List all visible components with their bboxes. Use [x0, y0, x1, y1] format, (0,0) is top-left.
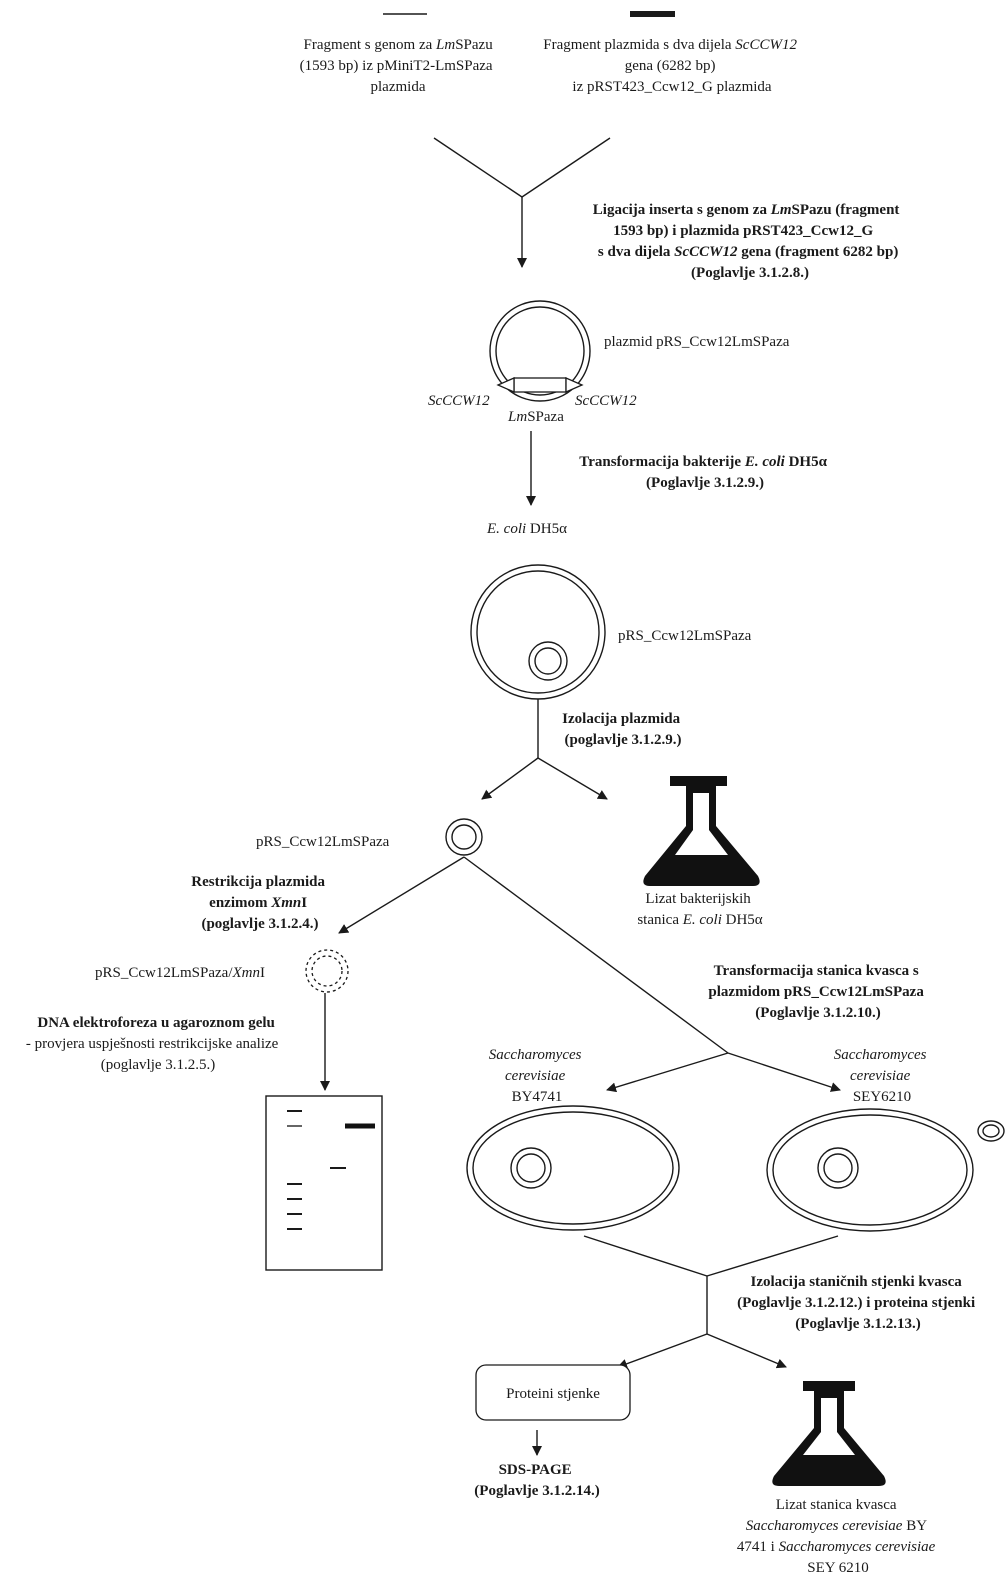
recombinant-plasmid: [489, 300, 591, 402]
isolated-plasmid: [445, 818, 483, 856]
yeast-transformation-label: Transformacija stanica kvasca s plazmido…: [708, 963, 927, 1021]
electrophoresis-label: DNA elektroforeza u agaroznom gelu - pro…: [26, 1015, 282, 1073]
yeast-right-label: Saccharomyces cerevisiae SEY6210: [834, 1047, 931, 1105]
left-arrow-segment: [496, 377, 515, 393]
transformation-bacteria-label: Transformacija bakterije E. coli DH5α (P…: [579, 454, 830, 491]
fragment-left-label: Fragment s genom za LmSPazu (1593 bp) iz…: [300, 37, 497, 95]
ecoli-plasmid-label: pRS_Ccw12LmSPaza: [618, 628, 752, 644]
yeast-lysate-label: Lizat stanica kvasca Saccharomyces cerev…: [737, 1497, 939, 1576]
left-gene-label: ScCCW12: [428, 393, 490, 409]
merge-connector: [433, 137, 611, 268]
isolation-plasmid-label: Izolacija plazmida (poglavlje 3.1.2.9.): [562, 711, 684, 748]
arrow-to-restriction: [338, 856, 465, 934]
yeast-bud: [977, 1120, 1005, 1142]
wall-isolation-label: Izolacija staničnih stjenki kvasca (Pogl…: [737, 1274, 979, 1332]
insert-box: [513, 377, 567, 393]
arrow-to-yeast-sey6210: [727, 1052, 841, 1092]
arrow-to-plasmid: [481, 757, 539, 800]
flask-icon: [643, 776, 760, 886]
yeast-cell-by4741: [466, 1105, 680, 1231]
digested-plasmid-label: pRS_Ccw12LmSPaza/XmnI: [95, 965, 265, 981]
arrow-to-yeast-lysate: [706, 1333, 787, 1369]
bacteria-lysate-label: Lizat bakterijskih stanica E. coli DH5α: [637, 891, 762, 928]
yeast-merge-connector: [583, 1235, 839, 1334]
plasmid-name: plazmid pRS_Ccw12LmSPaza: [604, 334, 790, 350]
ecoli-label: E. coli DH5α: [486, 521, 567, 537]
agarose-gel: [265, 1095, 383, 1271]
right-arrow-segment: [565, 377, 584, 393]
line-to-yeast-transformation: [463, 856, 729, 1054]
yeast-left-label: Saccharomyces cerevisiae BY4741: [489, 1047, 586, 1105]
restriction-label: Restrikcija plazmida enzimom XmnI (pogla…: [191, 874, 328, 932]
ligation-label: Ligacija inserta s genom za LmSPazu (fra…: [593, 202, 903, 281]
ecoli-cell: [470, 564, 606, 700]
flask-icon: [772, 1381, 886, 1486]
wall-proteins-box: [475, 1364, 631, 1421]
arrow-to-bacteria-lysate: [537, 757, 608, 800]
fragment-right-label: Fragment plazmida s dva dijela ScCCW12 g…: [543, 37, 800, 95]
arrow-to-proteins: [617, 1333, 708, 1369]
arrow-to-yeast-by4741: [606, 1052, 729, 1093]
wall-proteins-label: Proteini stjenke: [506, 1386, 600, 1402]
right-gene-label: ScCCW12: [575, 393, 637, 409]
sds-page-label: SDS-PAGE (Poglavlje 3.1.2.14.): [474, 1462, 599, 1499]
insert-label: LmSPaza: [507, 409, 564, 425]
isolated-plasmid-label: pRS_Ccw12LmSPaza: [256, 834, 390, 850]
digested-plasmid: [305, 949, 349, 993]
yeast-cell-sey6210: [766, 1108, 1005, 1232]
